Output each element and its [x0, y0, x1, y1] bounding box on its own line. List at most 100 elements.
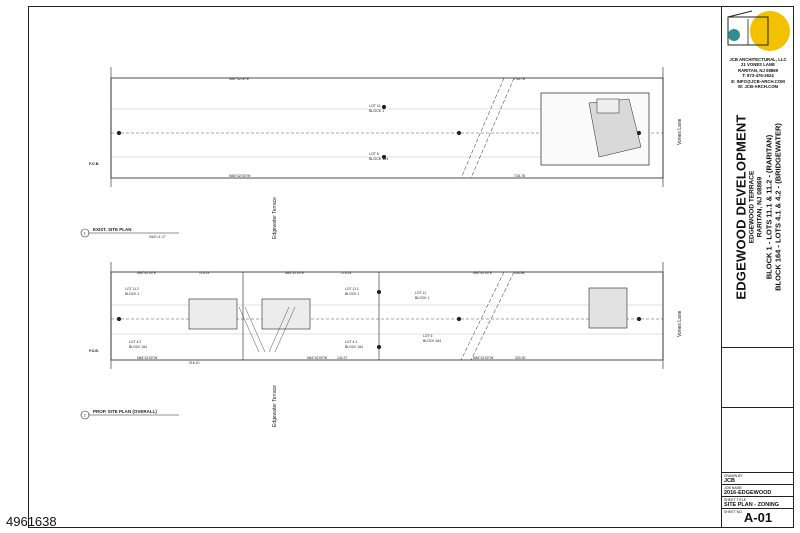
- plan-2-lot-e-block: BLOCK 164: [345, 345, 363, 349]
- drawn-by-value: JCB: [724, 478, 736, 484]
- monument: [381, 104, 387, 110]
- plan-1-labels: S84°42'00"E 716.78 N84°42'00"W 716.78 LO…: [89, 77, 525, 178]
- plan-2-pob: P.O.B.: [89, 349, 99, 353]
- monument: [381, 154, 387, 160]
- firm-logo: [727, 10, 790, 51]
- street-right-plan-2: Vones Lane: [677, 310, 683, 337]
- plan-2-lot-f-block: BLOCK 164: [423, 339, 441, 343]
- plan-2-lot-b-name: LOT 11.1: [345, 287, 359, 291]
- plan-2-driveway: [244, 306, 266, 353]
- plan-2-lot-a-name: LOT 11.2: [125, 287, 139, 291]
- plan-2-bot-seg3-bearing: N84°42'00"W: [473, 356, 494, 360]
- job-name-cell: JOB NAME 2016-EDGEWOOD: [722, 484, 794, 496]
- firm-email: E: INFO@JCB-ARCH.COM: [731, 78, 785, 84]
- monument: [376, 344, 382, 350]
- plan-2-top-seg2-distance: 176.14: [341, 271, 351, 275]
- drawn-by-label: DRAWN BY: [724, 474, 743, 478]
- plan-2-title: 2 PROP. SITE PLAN (OVERALL): [80, 409, 179, 420]
- plan-1-shed: [596, 98, 620, 114]
- job-name-value: 2016-EDGEWOOD: [724, 490, 772, 496]
- plan-2-lot-c-name: LOT 11: [415, 291, 426, 295]
- plan-2-bot-seg2-distance: 142.27: [337, 356, 347, 360]
- monument: [116, 316, 122, 322]
- plan-1-south-bearing: N84°42'00"W: [229, 174, 251, 178]
- sheet-number-label: SHEET NO.: [724, 510, 743, 514]
- project-address: EDGEWOOD TERRACE: [748, 170, 756, 244]
- plan-2-bot-seg2-bearing: N84°42'00"W: [307, 356, 328, 360]
- plan-2-title-text: PROP. SITE PLAN (OVERALL): [93, 409, 157, 414]
- engineer-seal-area: [722, 407, 794, 472]
- sheet-number-cell: SHEET NO.: [722, 508, 794, 527]
- plan-2-lot-a-block: BLOCK 1: [125, 292, 139, 296]
- plan-2-bot-seg1-bearing: N84°42'00"W: [137, 356, 158, 360]
- plan-1-lot-bottom-name: LOT 6: [369, 152, 379, 156]
- plan-1-lot-bottom-block: BLOCK 164: [369, 157, 388, 161]
- plan-2-lot-f-name: LOT 6: [423, 334, 432, 338]
- plan-1-existing: [110, 67, 664, 187]
- firm-phone: T: 973-476-2624: [742, 73, 774, 79]
- drawn-by-cell: DRAWN BY JCB: [722, 472, 794, 484]
- plan-1-easement: [470, 77, 515, 179]
- plan-2-top-seg2-bearing: S84°42'00"E: [285, 271, 305, 275]
- plan-2-easement: [460, 271, 505, 361]
- plan-2-labels: S84°42'00"E 176.23 S84°42'00"E 176.14 S8…: [89, 271, 525, 365]
- title-block: JCB ARCHITECTURAL, LLC 21 VONES LANE RAR…: [721, 7, 794, 527]
- project-title: EDGEWOOD DEVELOPMENT: [733, 114, 749, 300]
- plan-2-top-seg3-distance: 356.88: [514, 271, 524, 275]
- monument: [456, 130, 462, 136]
- drawing-sheet: S84°42'00"E 716.78 N84°42'00"W 716.78 LO…: [28, 6, 794, 528]
- plan-1-north-distance: 716.78: [514, 77, 525, 81]
- sheet-title-cell: SHEET TITLE SITE PLAN - ZONING: [722, 496, 794, 508]
- plan-1-marker-number: 1: [84, 231, 87, 236]
- plan-2-lot-d-block: BLOCK 164: [129, 345, 147, 349]
- project-lots-line-1: BLOCK 1 - LOTS 11.1 & 11.2 - (RARITAN): [764, 134, 774, 280]
- firm-city: RARITAN, NJ 08869: [737, 67, 779, 73]
- plan-1-pob: P.O.B.: [89, 162, 99, 166]
- plan-1-lot-top-block: BLOCK 1: [369, 109, 384, 113]
- plan-1-scale: 3/64"=1'-0": [149, 235, 166, 239]
- job-name-label: JOB NAME: [724, 486, 742, 490]
- revision-table: [722, 347, 794, 407]
- project-city: RARITAN, NJ 08869: [756, 176, 764, 238]
- plan-2-driveway: [268, 306, 290, 353]
- plan-1-easement: [460, 77, 505, 179]
- monument: [376, 289, 382, 295]
- plan-2-proposed: [110, 262, 664, 369]
- plan-2-lot-b-block: BLOCK 1: [345, 292, 359, 296]
- monument: [636, 316, 642, 322]
- site-plan-drawing: S84°42'00"E 716.78 N84°42'00"W 716.78 LO…: [80, 67, 683, 427]
- street-left-plan-1: Edgewater Terrace: [272, 197, 278, 239]
- plan-1-title: 1 EXIST. SITE PLAN 3/64"=1'-0": [80, 227, 179, 239]
- plan-2-top-seg3-bearing: S84°42'00"E: [473, 271, 493, 275]
- plan-2-easement: [470, 271, 515, 361]
- street-left-plan-2: Edgewater Terrace: [272, 385, 278, 427]
- sheet-title-label: SHEET TITLE: [724, 498, 747, 502]
- plan-2-lot-d-name: LOT 4.2: [129, 340, 141, 344]
- sheet-number: A-01: [743, 510, 773, 525]
- plan-2-bot-seg3-distance: 330.30: [515, 356, 525, 360]
- project-info: EDGEWOOD DEVELOPMENT EDGEWOOD TERRACE RA…: [734, 114, 783, 299]
- plan-2-bot-seg1-distance: 216.10: [189, 361, 199, 365]
- plan-2-lot-c-block: BLOCK 1: [415, 296, 429, 300]
- plan-1-title-text: EXIST. SITE PLAN: [93, 227, 132, 232]
- monument: [456, 316, 462, 322]
- plan-1-south-distance: 716.78: [514, 174, 525, 178]
- plan-2-driveway: [238, 306, 260, 353]
- firm-info: JCB ARCHITECTURAL, LLC 21 VONES LANE RAR…: [722, 57, 794, 89]
- firm-web: W: JCB-ARCH.COM: [737, 84, 779, 90]
- plan-2-lot-e-name: LOT 4.1: [345, 340, 357, 344]
- logo-tree-icon: [728, 29, 740, 41]
- monument: [116, 130, 122, 136]
- firm-address: 21 VONES LANE: [741, 62, 775, 68]
- sheet-title-value: SITE PLAN - ZONING: [724, 502, 779, 508]
- logo-sun-icon: [750, 11, 790, 51]
- plan-2-driveway: [274, 306, 296, 353]
- plan-2-marker-number: 2: [84, 413, 87, 418]
- plan-2-top-seg1-distance: 176.23: [199, 271, 209, 275]
- plan-1-north-bearing: S84°42'00"E: [229, 77, 250, 81]
- plan-2-existing-house: [588, 287, 628, 329]
- street-right-plan-1: Vones Lane: [677, 118, 683, 145]
- listing-id: 4961638: [6, 514, 57, 529]
- plan-1-lot-top-name: LOT 11: [369, 104, 381, 108]
- project-lots-line-2: BLOCK 164 - LOTS 4.1 & 4.2 - (BRIDGEWATE…: [773, 123, 783, 291]
